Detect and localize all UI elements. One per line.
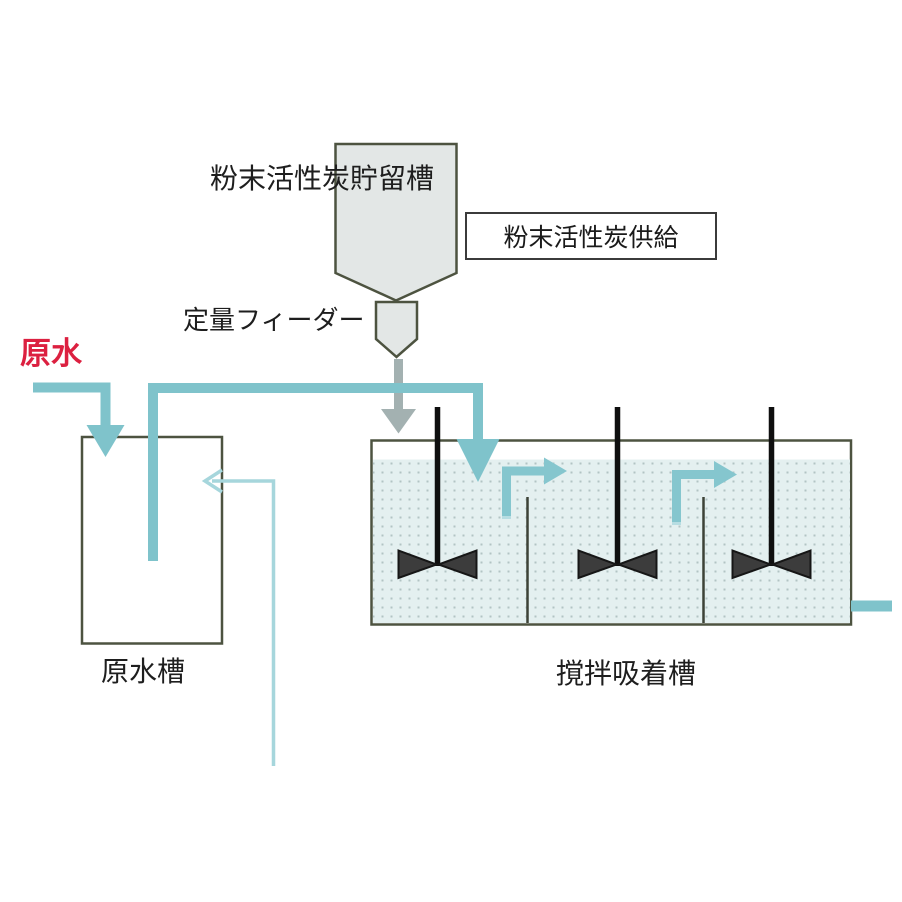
agitator-2 xyxy=(577,407,658,580)
impeller-blade-left xyxy=(577,549,620,580)
outlet-pipe xyxy=(851,600,892,612)
storage-tank-label: 粉末活性炭貯留槽 xyxy=(210,163,435,194)
hopper-shape xyxy=(334,142,458,302)
impeller-blade-right xyxy=(769,549,812,580)
supply-callout-label: 粉末活性炭供給 xyxy=(503,224,679,252)
supply-callout-box: 粉末活性炭供給 xyxy=(465,212,717,260)
transfer-pipe-arrow xyxy=(148,383,500,561)
raw-water-label: 原水 xyxy=(20,336,82,371)
agitator-shaft xyxy=(614,407,621,566)
powder-drop-arrow xyxy=(381,359,416,434)
feeder-label: 定量フィーダー xyxy=(183,305,365,335)
raw-water-tank-label: 原水槽 xyxy=(101,656,186,687)
overflow-arrow-1 xyxy=(502,457,567,519)
agitator-1 xyxy=(397,407,478,580)
raw-water-inflow-arrow xyxy=(33,382,125,457)
overflow-arrow-2 xyxy=(672,461,737,525)
water-fill xyxy=(373,459,850,623)
agitator-shaft xyxy=(434,407,441,566)
feeder-shape xyxy=(374,300,419,359)
agitator-shaft xyxy=(768,407,775,566)
impeller-blade-left xyxy=(731,549,774,580)
return-line-arrow xyxy=(201,468,276,766)
impeller-blade-right xyxy=(615,549,658,580)
mixing-tank-label: 撹拌吸着槽 xyxy=(556,658,697,689)
impeller-blade-left xyxy=(397,549,440,580)
impeller-blade-right xyxy=(435,549,478,580)
agitator-3 xyxy=(731,407,812,580)
